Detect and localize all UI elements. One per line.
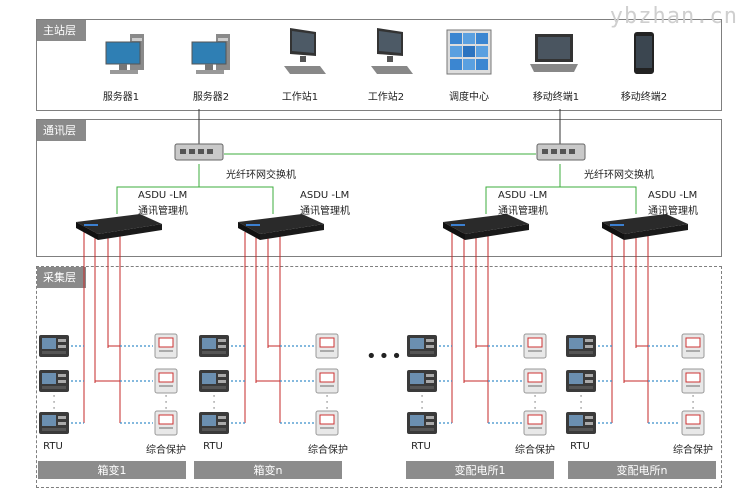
communication-layer-label: 通讯层 [37,120,86,141]
group-1-rtu-label: RTU [43,441,63,452]
group-4-rtu-3-icon [565,411,597,439]
group-2-rtu-3-icon [198,411,230,439]
group-1-protection-label: 综合保护 [146,445,186,456]
group-2-protection-2-icon [315,368,339,398]
group-1-protection-1-icon [154,333,178,363]
group-2-protection-1-icon [315,333,339,363]
group-2-bar: 箱变n [194,461,342,479]
main-station-layer-label: 主站层 [37,20,86,41]
acquisition-layer: 采集层 [36,266,722,488]
group-3-protection-3-icon [523,410,547,440]
mobile-terminal-1-label: 移动终端1 [532,92,580,103]
watermark-text: ybzhan.cn [609,4,738,29]
group-1-protection-3-icon [154,410,178,440]
group-4-protection-1-icon [681,333,705,363]
mobile-terminal-1-icon [530,32,578,80]
comm-manager-4-icon [600,212,690,246]
fiber-switch-right-label: 光纤环网交换机 [584,170,654,181]
group-3-rtu-2-icon [406,369,438,397]
comm-manager-2-icon [236,212,326,246]
comm-manager-3-model: ASDU -LM [498,190,548,201]
switch-to-manager-4 [560,186,637,214]
group-3-rtu-vertical-dots: ··· [420,392,424,414]
group-4-protection-2-icon [681,368,705,398]
group-3-protection-1-icon [523,333,547,363]
group-2-protection-label: 综合保护 [308,445,348,456]
comm-manager-3-icon [441,212,531,246]
main-station-layer: 主站层 [36,19,722,111]
group-1-rtu-vertical-dots: ··· [52,392,56,414]
group-3-rtu-1-icon [406,334,438,362]
group-1-rtu-3-icon [38,411,70,439]
group-4-protection-vertical-dots: ··· [691,392,695,414]
group-1-protection-vertical-dots: ··· [164,392,168,414]
dispatch-center-icon [445,28,493,82]
group-4-rtu-1-icon [565,334,597,362]
fiber-switch-left-label: 光纤环网交换机 [226,170,296,181]
communication-layer: 通讯层 [36,119,722,257]
comm-manager-1-model: ASDU -LM [138,190,188,201]
acquisition-layer-label: 采集层 [37,267,86,288]
group-3-protection-2-icon [523,368,547,398]
fiber-switch-right-icon [536,140,586,168]
comm-manager-2-model: ASDU -LM [300,190,350,201]
more-groups-ellipsis: ••• [366,346,404,367]
comm-manager-4-name: 通讯管理机 [648,206,698,217]
dispatch-center-label: 调度中心 [449,92,489,103]
comm-manager-3-name: 通讯管理机 [498,206,548,217]
mobile-terminal-2-label: 移动终端2 [620,92,668,103]
group-2-protection-vertical-dots: ··· [325,392,329,414]
group-2-rtu-label: RTU [203,441,223,452]
group-1-protection-2-icon [154,368,178,398]
comm-manager-1-name: 通讯管理机 [138,206,188,217]
switch-to-manager-2 [199,186,274,214]
comm-manager-1-icon [74,212,164,246]
workstation-2-icon [369,26,415,82]
group-4-bar: 变配电所n [568,461,716,479]
group-4-rtu-vertical-dots: ··· [579,392,583,414]
server-1-icon [104,32,158,82]
mobile-terminal-2-icon [632,30,656,82]
workstation-2-label: 工作站2 [367,92,405,103]
group-3-protection-label: 综合保护 [515,445,555,456]
group-3-rtu-3-icon [406,411,438,439]
server-1-label: 服务器1 [102,92,140,103]
group-4-rtu-label: RTU [570,441,590,452]
group-2-rtu-vertical-dots: ··· [212,392,216,414]
group-3-protection-vertical-dots: ··· [533,392,537,414]
group-3-rtu-label: RTU [411,441,431,452]
group-2-protection-3-icon [315,410,339,440]
group-4-rtu-2-icon [565,369,597,397]
comm-manager-2-name: 通讯管理机 [300,206,350,217]
group-4-protection-label: 综合保护 [673,445,713,456]
switch-to-manager-1 [116,164,200,214]
fiber-switch-left-icon [174,140,224,168]
workstation-1-icon [282,26,328,82]
switch-to-manager-3 [485,164,561,214]
group-2-rtu-2-icon [198,369,230,397]
group-1-bar: 箱变1 [38,461,186,479]
server-2-label: 服务器2 [192,92,230,103]
group-3-bar: 变配电所1 [406,461,554,479]
group-4-protection-3-icon [681,410,705,440]
group-1-rtu-1-icon [38,334,70,362]
group-2-rtu-1-icon [198,334,230,362]
comm-manager-4-model: ASDU -LM [648,190,698,201]
workstation-1-label: 工作站1 [281,92,319,103]
server-2-icon [190,32,244,82]
group-1-rtu-2-icon [38,369,70,397]
